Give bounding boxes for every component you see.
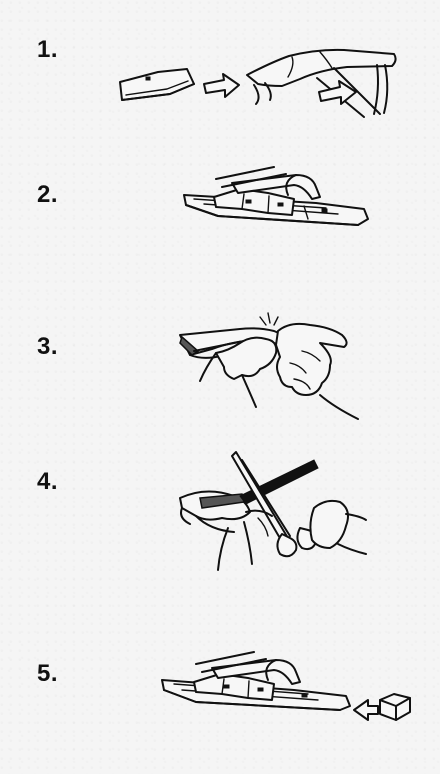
insert-cap-icon	[158, 650, 418, 740]
slide-rubber-icon	[176, 159, 376, 239]
step-number: 1.	[37, 38, 58, 62]
remove-blade-icon	[112, 30, 412, 120]
step-number: 5.	[37, 662, 58, 686]
bend-rubber-icon	[170, 303, 370, 423]
step-number: 2.	[37, 183, 58, 207]
step-number: 3.	[37, 335, 58, 359]
cut-rubber-icon	[170, 452, 370, 592]
step-number: 4.	[37, 470, 58, 494]
